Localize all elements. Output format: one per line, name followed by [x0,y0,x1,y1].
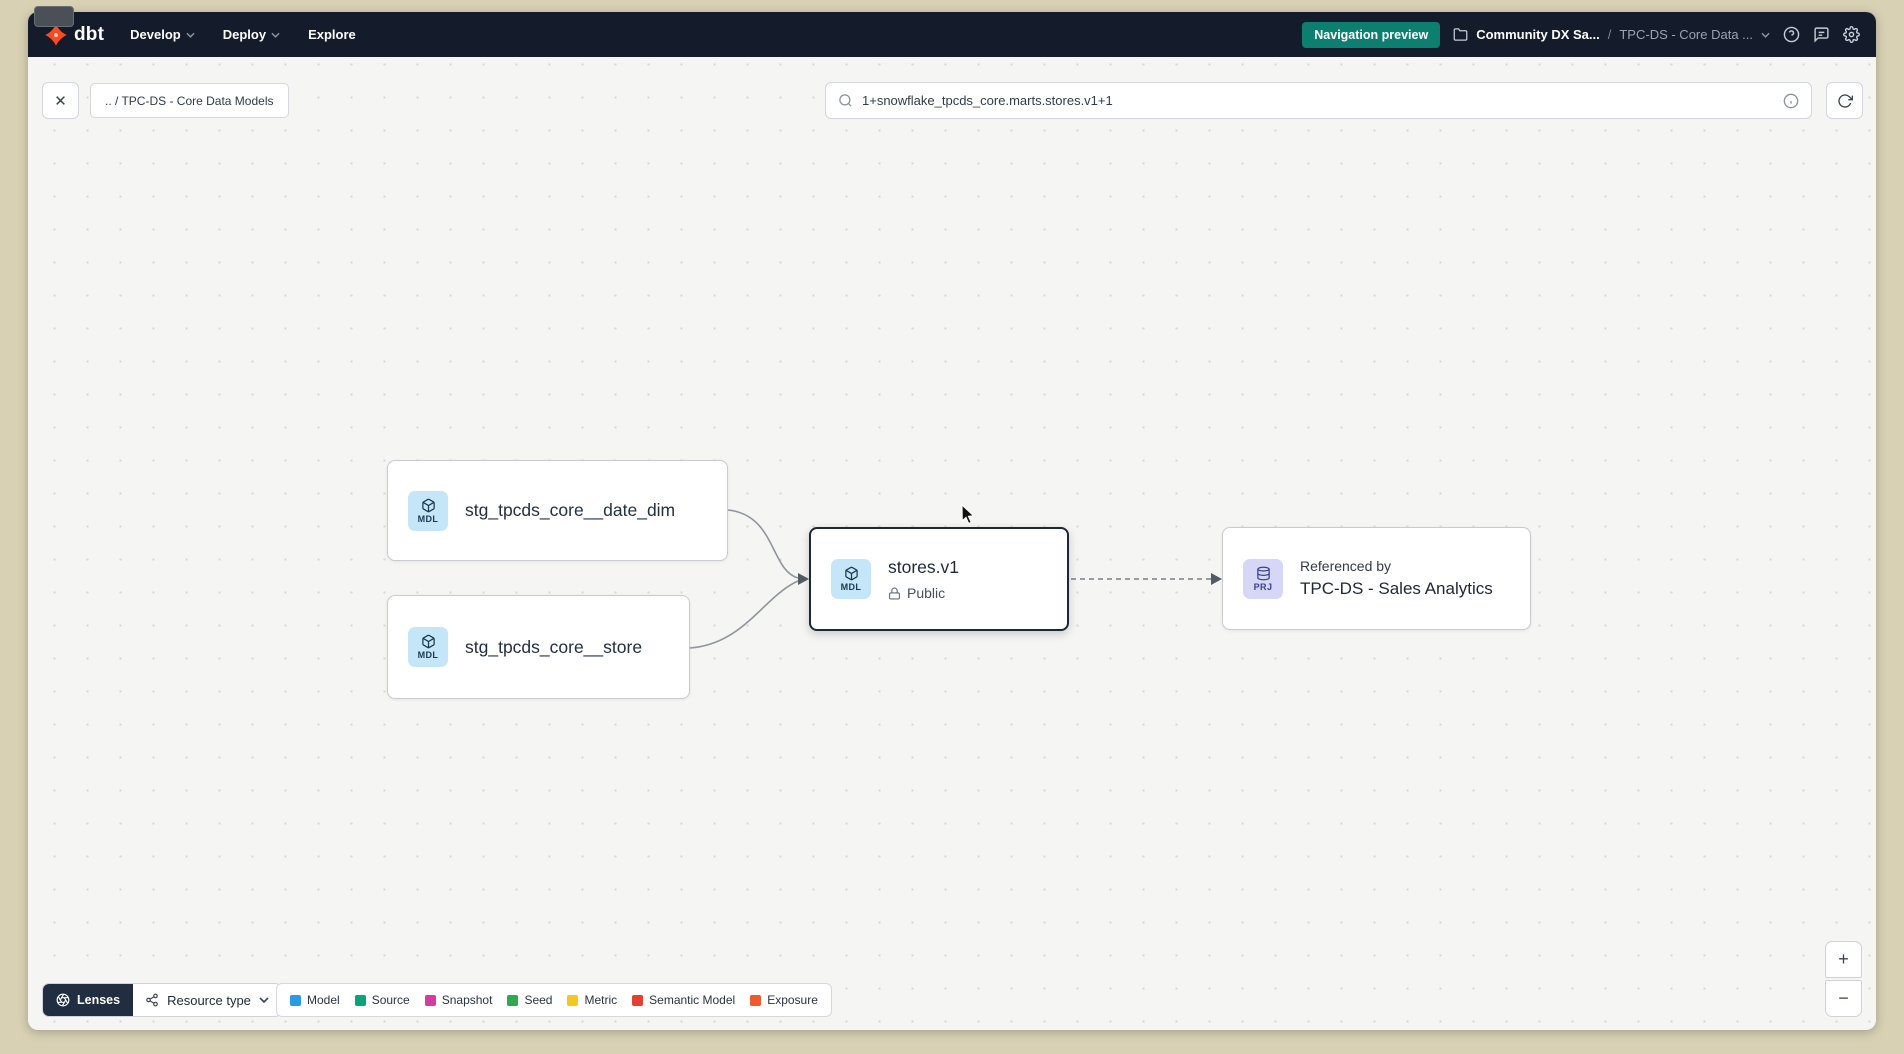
legend-swatch [290,994,301,1006]
legend-label: Seed [524,993,553,1007]
node-referenced-by-project[interactable]: PRJ Referenced by TPC-DS - Sales Analyti… [1222,527,1531,630]
help-icon[interactable] [1783,26,1800,43]
lenses-control-group: Lenses Resource type [42,983,282,1017]
lineage-breadcrumb-text: .. / TPC-DS - Core Data Models [105,93,274,108]
badge-label: MDL [417,650,439,660]
legend-swatch [354,994,366,1006]
breadcrumb-project[interactable]: TPC-DS - Core Data ... [1619,27,1753,42]
lenses-button[interactable]: Lenses [43,984,134,1016]
model-cube-icon [421,498,435,512]
nav-item-explore-label: Explore [308,27,356,42]
node-stores-v1[interactable]: MDL stores.v1 Public [809,527,1069,631]
settings-gear-icon[interactable] [1843,26,1860,43]
legend-label: Exposure [767,993,818,1007]
model-badge: MDL [831,559,871,599]
breadcrumb: Community DX Sa... / TPC-DS - Core Data … [1453,27,1770,42]
node-label: stores.v1 [888,557,959,577]
legend-label: Metric [584,993,618,1007]
access-label: Public [907,585,946,601]
project-badge: PRJ [1243,558,1283,599]
legend-swatch [507,994,519,1006]
model-cube-icon [421,634,435,649]
search-input[interactable] [862,93,1774,108]
screen-corner-artifact [34,6,74,27]
breadcrumb-separator: / [1607,27,1612,42]
chevron-down-icon [271,32,280,38]
legend-swatch [424,994,436,1006]
lineage-breadcrumb-chip[interactable]: .. / TPC-DS - Core Data Models [90,83,289,118]
navigation-preview-button[interactable]: Navigation preview [1302,21,1441,48]
resource-type-legend: Model Source Snapshot Seed Metric Semant… [276,983,832,1017]
dbt-logo-text: dbt [74,23,105,45]
legend-item-semantic-model: Semantic Model [632,993,735,1007]
nav-item-deploy[interactable]: Deploy [223,27,280,42]
node-stg-tpcds-core-store[interactable]: MDL stg_tpcds_core__store [387,595,690,699]
top-navigation-bar: dbt Develop Deploy Explore Navigation pr… [28,12,1876,57]
chevron-down-icon [186,32,195,38]
feedback-icon[interactable] [1813,26,1830,43]
legend-label: Semantic Model [649,993,736,1007]
legend-item-source: Source [354,993,410,1007]
breadcrumb-account[interactable]: Community DX Sa... [1476,27,1600,42]
lock-icon [889,587,900,599]
nav-item-explore[interactable]: Explore [308,27,356,42]
nav-item-develop-label: Develop [130,27,181,42]
legend-label: Source [371,993,410,1007]
legend-item-model: Model [290,993,340,1007]
zoom-out-button[interactable]: − [1825,980,1862,1017]
chevron-down-icon[interactable] [1761,32,1770,38]
close-icon: ✕ [54,92,67,110]
node-stg-tpcds-core-date-dim[interactable]: MDL stg_tpcds_core__date_dim [387,460,728,561]
refresh-lineage-button[interactable] [1826,82,1863,119]
referenced-by-label: Referenced by [1300,558,1392,574]
chevron-down-icon [259,997,269,1003]
badge-label: MDL [840,582,862,592]
nav-right-cluster: Navigation preview Community DX Sa... / … [1302,21,1860,48]
legend-swatch [632,994,644,1006]
legend-label: Snapshot [441,993,493,1007]
nav-item-develop[interactable]: Develop [130,27,195,42]
legend-label: Model [307,993,340,1007]
resource-type-dropdown[interactable]: Resource type [133,984,281,1016]
legend-item-metric: Metric [567,993,617,1007]
node-label: stg_tpcds_core__store [465,636,643,657]
legend-item-exposure: Exposure [750,993,818,1007]
dbt-logo[interactable]: dbt [44,23,104,47]
legend-swatch [567,994,579,1006]
legend-item-snapshot: Snapshot [424,993,493,1007]
zoom-in-button[interactable]: + [1825,941,1862,978]
dbt-logo-icon [45,23,67,46]
legend-item-seed: Seed [507,993,552,1007]
referenced-project-name: TPC-DS - Sales Analytics [1300,579,1493,598]
search-icon [838,93,853,108]
badge-label: MDL [417,513,439,524]
nav-item-deploy-label: Deploy [222,27,267,42]
node-text-column: stores.v1 Public [888,557,959,601]
node-label: stg_tpcds_core__date_dim [465,500,676,520]
node-access: Public [888,585,959,601]
resource-type-label: Resource type [167,992,251,1008]
close-lineage-button[interactable]: ✕ [42,82,79,119]
zoom-controls: + − [1825,941,1862,1017]
node-text-column: Referenced by TPC-DS - Sales Analytics [1300,558,1493,599]
model-badge: MDL [408,627,448,667]
lens-aperture-icon [56,993,70,1007]
lenses-button-label: Lenses [77,993,121,1007]
refresh-icon [1837,93,1853,108]
app-window: dbt Develop Deploy Explore Navigation pr… [28,12,1876,1030]
lineage-selector-bar [825,82,1812,119]
badge-label: PRJ [1253,581,1273,592]
project-icon [1256,566,1270,580]
model-badge: MDL [408,490,448,531]
model-cube-icon [844,566,858,581]
resource-graph-icon [146,993,158,1007]
folder-icon [1453,27,1468,42]
legend-swatch [750,994,762,1006]
info-icon[interactable] [1783,93,1799,109]
